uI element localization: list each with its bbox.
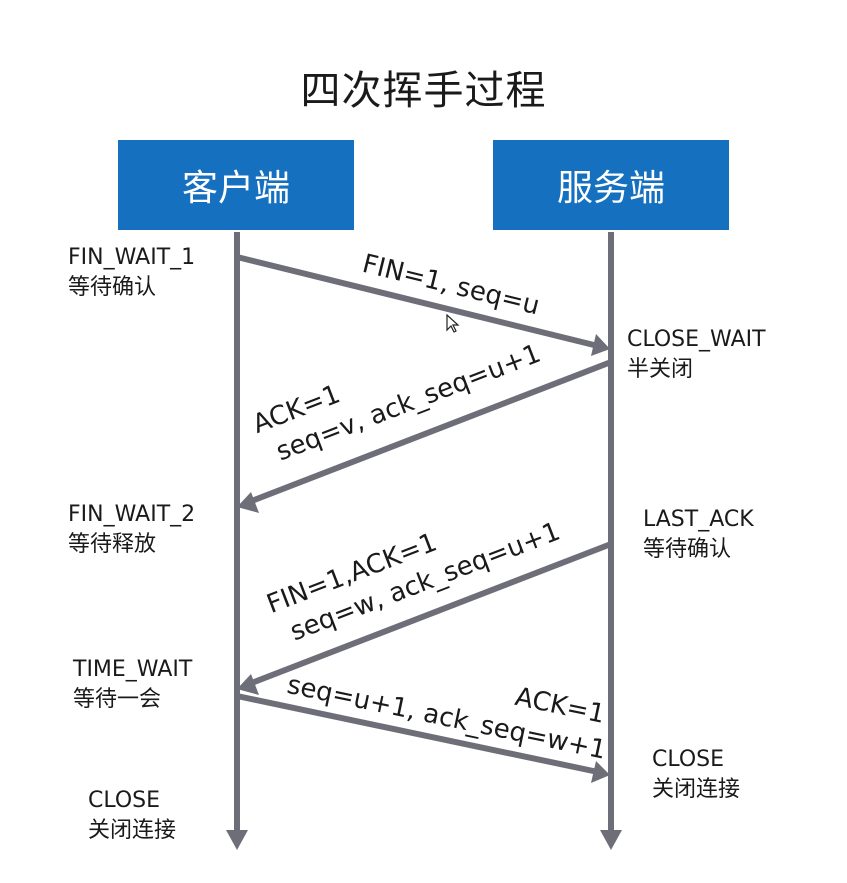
msg4-arrowhead [591,761,610,783]
msg2-ack-arrow [247,359,613,505]
state-name: CLOSE [652,747,725,772]
state-name: CLOSE [88,788,161,813]
server-label: 服务端 [556,168,665,209]
client-state-fin-wait-1: FIN_WAIT_1 等待确认 [68,243,195,303]
state-desc: 等待确认 [68,275,157,300]
state-desc: 等待一会 [73,687,162,712]
client-label: 客户端 [181,168,290,209]
msg3-arrowhead [237,674,259,695]
client-state-close: CLOSE 关闭连接 [88,786,176,846]
server-lifeline-arrowhead [600,830,622,850]
diagram-title: 四次挥手过程 [300,68,547,114]
client-state-fin-wait-2: FIN_WAIT_2 等待释放 [68,500,195,560]
state-name: FIN_WAIT_1 [68,245,196,270]
msg2-arrowhead [237,492,259,513]
mouse-cursor-icon [446,314,460,333]
state-name: FIN_WAIT_2 [68,502,196,527]
state-desc: 等待确认 [643,537,732,562]
state-name: LAST_ACK [643,507,754,532]
server-state-close-wait: CLOSE_WAIT 半关闭 [627,325,766,385]
client-box: 客户端 [118,140,354,230]
state-desc: 等待释放 [68,532,157,557]
state-desc: 半关闭 [627,357,694,382]
state-name: CLOSE_WAIT [627,327,766,352]
msg4-ack-arrow [236,693,599,775]
client-state-time-wait: TIME_WAIT 等待一会 [73,655,192,715]
server-state-last-ack: LAST_ACK 等待确认 [643,505,754,565]
state-desc: 关闭连接 [88,818,177,843]
msg1-arrowhead [591,334,610,356]
client-lifeline-arrowhead [226,830,248,850]
server-box: 服务端 [493,140,729,230]
state-name: TIME_WAIT [73,657,193,682]
state-desc: 关闭连接 [652,777,741,802]
server-state-close: CLOSE 关闭连接 [652,745,740,805]
msg3-finack-arrow [247,541,613,687]
msg1-fin-arrow [236,254,599,349]
